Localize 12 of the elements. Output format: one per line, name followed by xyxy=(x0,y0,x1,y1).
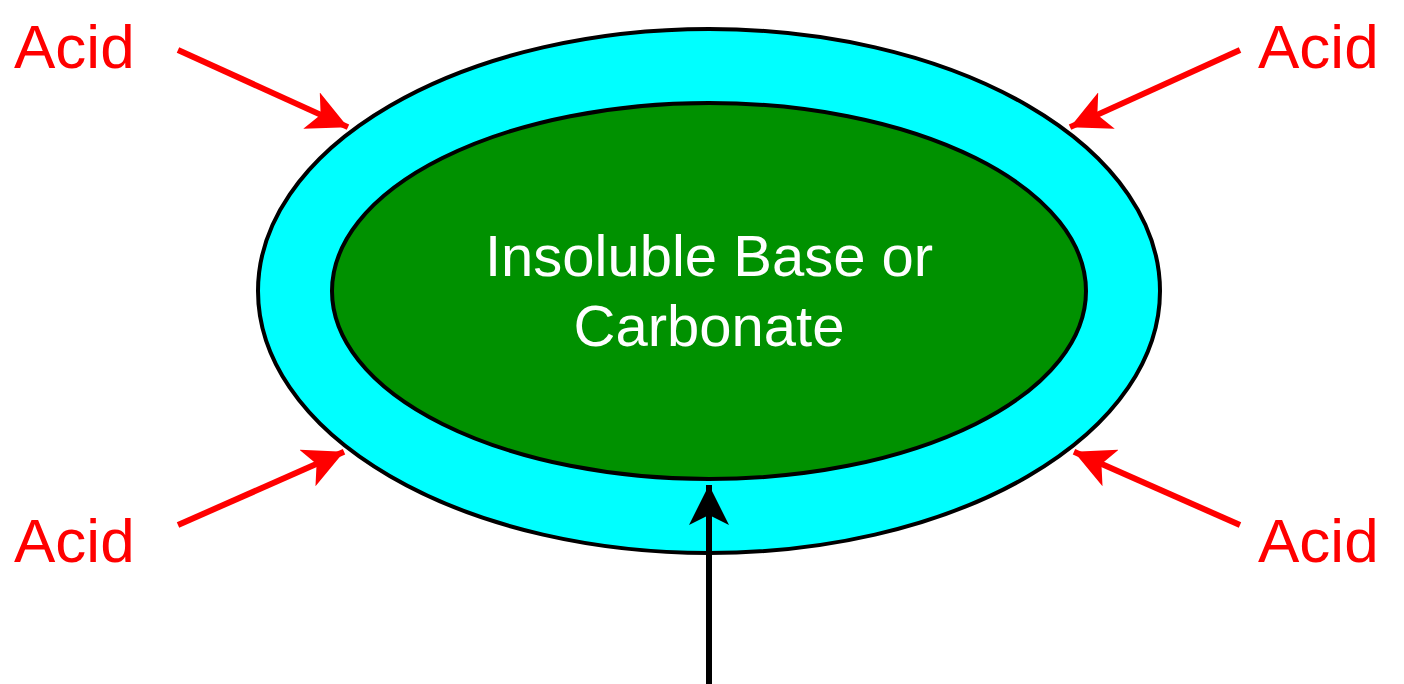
text-label: Acid xyxy=(1258,16,1379,78)
arrow xyxy=(689,485,729,684)
arrow xyxy=(176,47,350,130)
text-label: Acid xyxy=(14,16,135,78)
arrow xyxy=(1072,449,1242,528)
text-label: Acid xyxy=(14,510,135,572)
node-label: Insoluble Base or Carbonate xyxy=(483,222,935,360)
text-label: Acid xyxy=(1258,510,1379,572)
arrow xyxy=(1068,47,1242,130)
ellipse-node xyxy=(256,27,1162,555)
arrow xyxy=(176,449,346,528)
ellipse-node xyxy=(330,101,1088,481)
